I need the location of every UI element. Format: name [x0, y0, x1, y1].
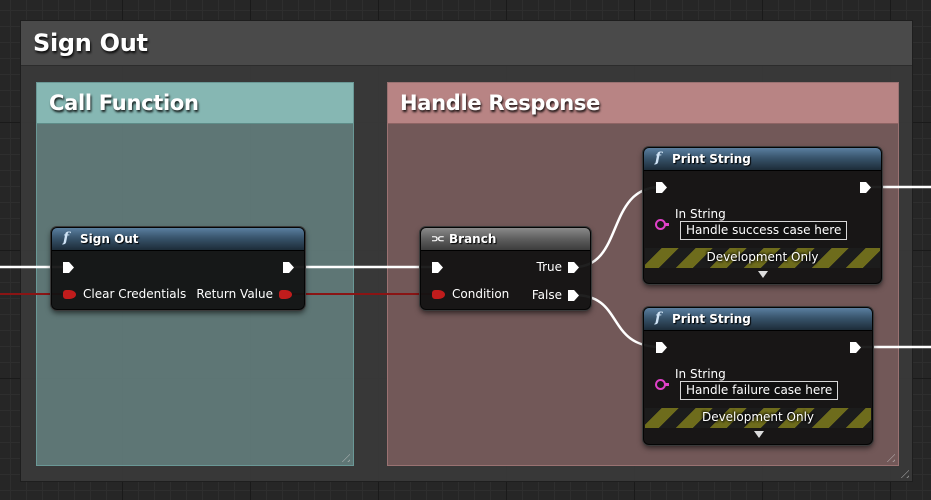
node-header[interactable]: f Sign Out: [52, 228, 304, 251]
condition-pin-icon[interactable]: [432, 290, 445, 299]
resize-grip-icon[interactable]: [338, 450, 350, 462]
resize-grip-icon[interactable]: [883, 450, 895, 462]
in-string-label: In String: [675, 207, 726, 221]
return-value-label: Return Value: [196, 287, 273, 301]
function-icon: f: [63, 230, 70, 246]
development-only-banner: Development Only: [645, 248, 880, 268]
print-string-failure-node[interactable]: f Print String In String Handle failure …: [643, 307, 873, 445]
expand-arrow-icon[interactable]: [754, 431, 764, 438]
false-exec-pin-icon[interactable]: [568, 290, 579, 301]
exec-in-pin-icon[interactable]: [432, 262, 443, 273]
exec-in-pin-icon[interactable]: [656, 342, 667, 353]
clear-credentials-pin-icon[interactable]: [63, 290, 76, 299]
expand-arrow-icon[interactable]: [758, 271, 768, 278]
development-only-label: Development Only: [706, 250, 819, 264]
development-only-banner: Development Only: [645, 408, 871, 428]
node-title: Print String: [672, 312, 751, 326]
exec-out-pin-icon[interactable]: [860, 182, 871, 193]
branch-icon: ⫗: [432, 231, 444, 246]
development-only-label: Development Only: [701, 410, 815, 424]
branch-node[interactable]: ⫗ Branch True Condition False: [420, 227, 591, 310]
node-title: Branch: [449, 232, 497, 246]
node-header[interactable]: ⫗ Branch: [421, 228, 590, 251]
exec-in-pin-icon[interactable]: [63, 262, 74, 273]
true-exec-pin-icon[interactable]: [568, 262, 579, 273]
node-header[interactable]: f Print String: [644, 148, 881, 171]
node-header[interactable]: f Print String: [644, 308, 872, 331]
in-string-label: In String: [675, 367, 726, 381]
comment-header[interactable]: Handle Response: [388, 83, 898, 124]
return-value-pin-icon[interactable]: [279, 290, 292, 299]
comment-title: Call Function: [49, 91, 199, 115]
comment-header[interactable]: Call Function: [37, 83, 353, 124]
in-string-pin-icon[interactable]: [655, 219, 669, 230]
resize-grip-icon[interactable]: [897, 466, 909, 478]
clear-credentials-label: Clear Credentials: [83, 287, 187, 301]
in-string-input[interactable]: Handle failure case here: [680, 381, 839, 400]
exec-in-pin-icon[interactable]: [656, 182, 667, 193]
true-label: True: [536, 260, 563, 274]
in-string-input[interactable]: Handle success case here: [680, 221, 848, 240]
in-string-pin-icon[interactable]: [655, 379, 669, 390]
function-icon: f: [655, 150, 662, 166]
comment-title: Sign Out: [33, 29, 148, 57]
node-title: Sign Out: [80, 232, 139, 246]
exec-out-pin-icon[interactable]: [850, 342, 861, 353]
exec-out-pin-icon[interactable]: [283, 262, 294, 273]
print-string-success-node[interactable]: f Print String In String Handle success …: [643, 147, 882, 284]
comment-title: Handle Response: [400, 91, 601, 115]
false-label: False: [531, 288, 562, 302]
sign-out-node[interactable]: f Sign Out Clear Credentials Return Valu…: [51, 227, 305, 310]
node-title: Print String: [672, 152, 751, 166]
comment-header[interactable]: Sign Out: [21, 21, 912, 66]
function-icon: f: [655, 310, 662, 326]
condition-label: Condition: [452, 287, 510, 301]
